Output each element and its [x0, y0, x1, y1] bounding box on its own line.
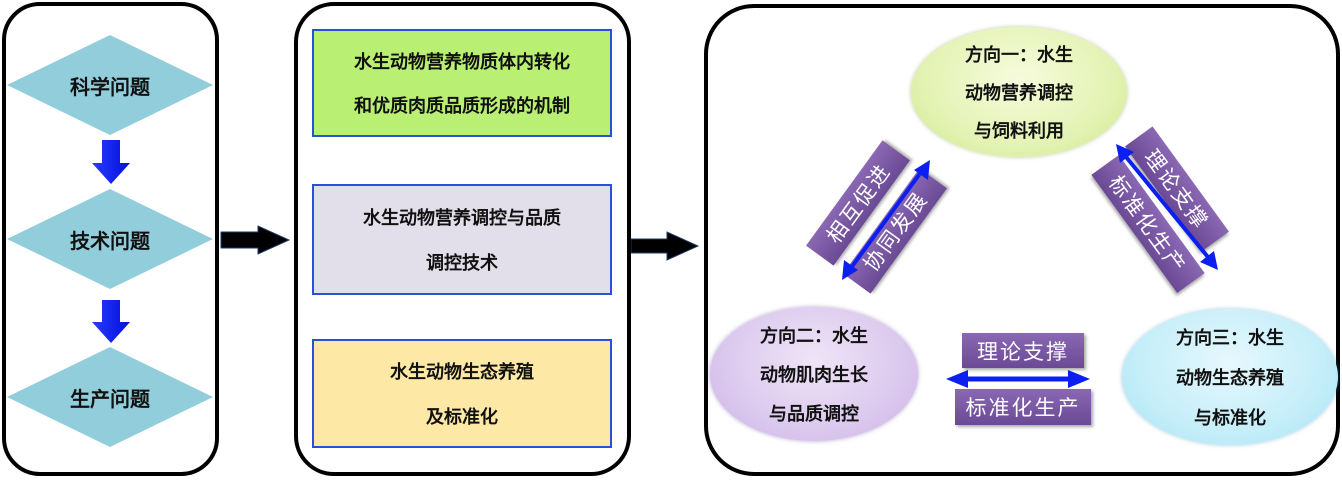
diamond-label: 生产问题 — [70, 386, 150, 411]
direction-line: 与饲料利用 — [974, 121, 1064, 142]
direction-one-ellipse: 方向一：水生 动物营养调控 与饲料利用 — [911, 27, 1127, 157]
diamond-label: 科学问题 — [70, 74, 150, 99]
direction-line: 方向一：水生 — [965, 45, 1073, 66]
direction-line: 方向三：水生 — [1176, 328, 1284, 349]
box-line: 水生动物营养调控与品质 — [363, 207, 561, 229]
tag-text: 理论支撑 — [977, 339, 1069, 364]
direction-line: 与标准化 — [1194, 408, 1266, 429]
ecological-farming-box: 水生动物生态养殖 及标准化 — [312, 339, 612, 448]
direction-line: 方向二：水生 — [760, 325, 868, 347]
regulation-technology-box: 水生动物营养调控与品质 调控技术 — [312, 184, 612, 295]
right-arrow-icon — [630, 231, 700, 261]
diamond-technical-problem: 技术问题 — [7, 189, 213, 289]
box-line: 及标准化 — [426, 406, 498, 428]
diamond-science-problem: 科学问题 — [7, 35, 213, 135]
box-line: 调控技术 — [426, 253, 498, 275]
box-line: 和优质肉质品质形成的机制 — [354, 96, 570, 117]
direction-line: 动物生态养殖 — [1176, 368, 1284, 389]
diamond-production-problem: 生产问题 — [7, 347, 213, 447]
direction-line: 与品质调控 — [769, 404, 859, 426]
box-line: 水生动物生态养殖 — [390, 362, 534, 384]
link-tag-standardized-production-bottom: 标准化生产 — [955, 389, 1091, 425]
right-arrow-icon — [220, 225, 291, 255]
direction-line: 动物肌肉生长 — [760, 364, 868, 386]
tag-text: 标准化生产 — [965, 396, 1081, 420]
link-tag-theory-support-bottom: 理论支撑 — [962, 333, 1084, 368]
direction-three-ellipse: 方向三：水生 动物生态养殖 与标准化 — [1122, 309, 1338, 445]
direction-two-ellipse: 方向二：水生 动物肌肉生长 与品质调控 — [710, 307, 918, 441]
direction-line: 动物营养调控 — [965, 83, 1073, 104]
box-line: 水生动物营养物质体内转化 — [354, 52, 570, 73]
diamond-label: 技术问题 — [70, 228, 150, 253]
mechanism-box: 水生动物营养物质体内转化 和优质肉质品质形成的机制 — [312, 29, 612, 137]
